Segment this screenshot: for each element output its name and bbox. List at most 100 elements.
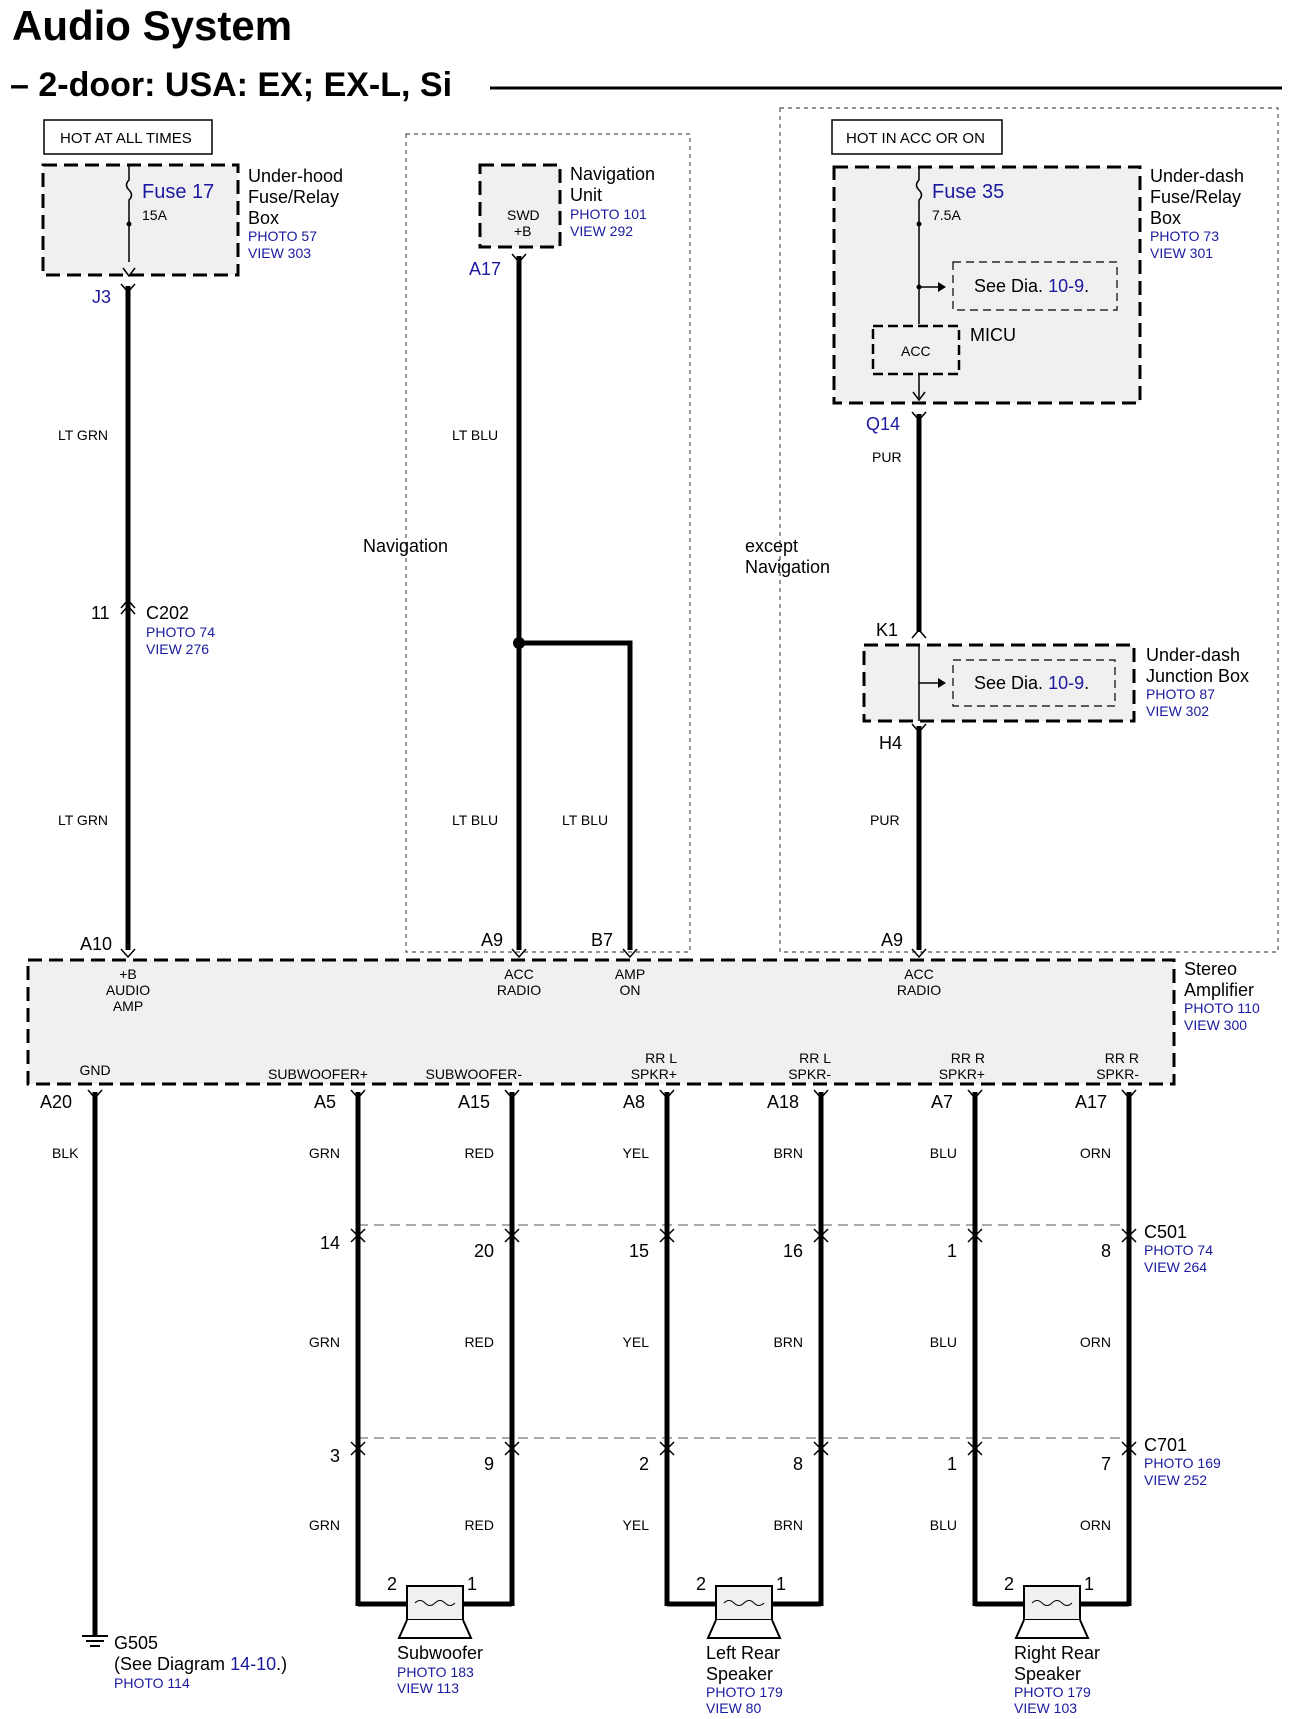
page-subtitle: – 2-door: USA: EX; EX-L, Si [10, 66, 452, 104]
c501-pin: 15 [629, 1241, 649, 1261]
c202-name: C202 [146, 603, 189, 623]
speaker-icon [1014, 1585, 1090, 1639]
c501-pin: 8 [1101, 1241, 1111, 1261]
amplifier-name-1: Stereo [1184, 959, 1237, 979]
amp-bottom-pins: SUBWOOFER+A5GRNGRNGRN143SUBWOOFER-A15RED… [268, 1050, 1139, 1606]
wire-color-label: ORN [1080, 1145, 1111, 1161]
wire-color-label: GRN [309, 1145, 340, 1161]
svg-text:A20: A20 [40, 1092, 72, 1112]
speaker-pin-a: 2 [696, 1574, 706, 1594]
amplifier-view: VIEW 300 [1184, 1017, 1247, 1033]
wire-lt-blu-label-3: LT BLU [562, 812, 608, 828]
c202-pin: 11 [91, 603, 110, 623]
navigation-unit-box [478, 163, 562, 249]
speaker-photo: PHOTO 179 [1014, 1684, 1091, 1700]
c701-pin: 2 [639, 1454, 649, 1474]
svg-text:AMP: AMP [615, 966, 645, 982]
speaker-pin-a: 2 [1004, 1574, 1014, 1594]
fuse-17-amps: 15A [142, 207, 168, 223]
speaker-view: VIEW 103 [1014, 1700, 1077, 1716]
ground-see: (See Diagram 14-10.) [114, 1654, 287, 1674]
svg-text:+B: +B [119, 966, 137, 982]
amplifier-name-2: Amplifier [1184, 980, 1254, 1000]
nav-pin-swd: SWD [507, 207, 540, 223]
except-navigation-region [779, 107, 1279, 953]
wire-color-label: ORN [1080, 1517, 1111, 1533]
svg-text:RADIO: RADIO [897, 982, 941, 998]
except-navigation-label-1: except [745, 536, 798, 556]
svg-text:GND: GND [79, 1062, 110, 1078]
micu-label: MICU [970, 325, 1016, 345]
svg-text:ON: ON [620, 982, 641, 998]
hot-in-acc-box [831, 119, 1003, 155]
speaker-pin-b: 1 [1084, 1574, 1094, 1594]
pin-terminal: A7 [931, 1092, 953, 1112]
see-dia-box-2 [952, 659, 1116, 707]
terminal-j3: J3 [92, 287, 111, 307]
amp-pin-gnd: GND A20 BLK [40, 1062, 111, 1636]
c701-pin: 7 [1101, 1454, 1111, 1474]
speaker-name-2: Speaker [706, 1664, 773, 1684]
pin-label-1: RR L [645, 1050, 677, 1066]
underdash-name-1: Under-dash [1150, 166, 1244, 186]
wire-color-label: BRN [773, 1145, 803, 1161]
underdash-name-3: Box [1150, 208, 1181, 228]
underdash-view: VIEW 301 [1150, 245, 1213, 261]
terminal-h4: H4 [879, 733, 902, 753]
svg-text:B7: B7 [591, 930, 613, 950]
wire-color-label: BLU [930, 1145, 957, 1161]
junction-photo: PHOTO 87 [1146, 686, 1215, 702]
speaker-pin-b: 1 [776, 1574, 786, 1594]
speaker-pin-a: 2 [387, 1574, 397, 1594]
pin-terminal: A17 [1075, 1092, 1107, 1112]
underhood-fuse-box [41, 163, 240, 277]
navigation-region [405, 133, 691, 953]
underhood-view: VIEW 303 [248, 245, 311, 261]
underhood-name-1: Under-hood [248, 166, 343, 186]
terminal-k1: K1 [876, 620, 898, 640]
pin-label-1: RR R [1105, 1050, 1139, 1066]
svg-text:ACC: ACC [904, 966, 934, 982]
speaker-name-1: Subwoofer [397, 1643, 483, 1663]
c501-pin: 14 [320, 1233, 340, 1253]
pin-terminal: A18 [767, 1092, 799, 1112]
c501-name: C501 [1144, 1222, 1187, 1242]
see-dia-box-1 [952, 261, 1118, 311]
fuse-17-label: Fuse 17 [142, 181, 214, 203]
wire-color-label: YEL [623, 1334, 650, 1350]
svg-text:A10: A10 [80, 934, 112, 954]
c202-view: VIEW 276 [146, 641, 209, 657]
speaker-view: VIEW 113 [397, 1680, 459, 1696]
wire-pur-label-1: PUR [872, 449, 902, 465]
wire-lt-grn-label-2: LT GRN [58, 812, 108, 828]
wire-color-label: RED [464, 1145, 494, 1161]
c501-view: VIEW 264 [1144, 1259, 1207, 1275]
c701-photo: PHOTO 169 [1144, 1455, 1221, 1471]
underdash-fuse-box [832, 165, 1142, 405]
fuse-35-label: Fuse 35 [932, 181, 1004, 203]
junction-box [862, 643, 1136, 723]
nav-unit-name-2: Unit [570, 185, 602, 205]
pin-label-2: SPKR- [1096, 1066, 1139, 1082]
stereo-amplifier-box [26, 958, 1176, 1086]
c701-view: VIEW 252 [1144, 1472, 1207, 1488]
wire-color-label: RED [464, 1334, 494, 1350]
c701-pin: 1 [947, 1454, 957, 1474]
underdash-name-2: Fuse/Relay [1150, 187, 1241, 207]
nav-pin-b: +B [514, 223, 532, 239]
speaker-photo: PHOTO 183 [397, 1664, 474, 1680]
c202-photo: PHOTO 74 [146, 624, 215, 640]
svg-text:AMP: AMP [113, 998, 143, 1014]
hot-in-acc-label: HOT IN ACC OR ON [846, 130, 985, 147]
ground-photo: PHOTO 114 [114, 1675, 190, 1691]
speaker-name-2: Speaker [1014, 1664, 1081, 1684]
junction-name-2: Junction Box [1146, 666, 1249, 686]
speaker-name-1: Left Rear [706, 1643, 780, 1663]
wire-pur-label-2: PUR [870, 812, 900, 828]
